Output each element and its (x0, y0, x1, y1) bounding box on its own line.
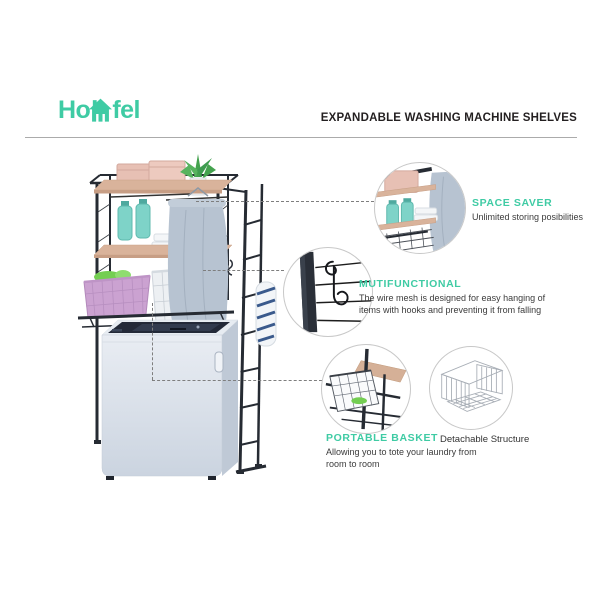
shelf-closeup-icon (375, 166, 465, 253)
detachable-structure-sketch-icon (440, 360, 504, 412)
logo-text-suffix: fel (112, 96, 141, 124)
basket-on-rack-icon (325, 348, 407, 432)
logo-text-prefix: Ho (58, 96, 91, 124)
hanging-towel (165, 187, 229, 328)
hanging-rod (109, 193, 191, 198)
portable-basket-heading: PORTABLE BASKET (326, 432, 439, 444)
leader-line-portable-horizontal (152, 380, 322, 381)
portable-basket-body: Allowing you to tote your laundry from r… (326, 447, 477, 470)
space-saver-body: Unlimited storing posibilities (472, 212, 584, 222)
machine-handle (214, 351, 224, 373)
ladder-foot (255, 464, 262, 468)
callout-circle-space-saver (374, 162, 466, 254)
header-divider (25, 137, 577, 138)
purple-laundry-basket (83, 270, 151, 319)
leader-line-space-saver (196, 201, 374, 202)
top-shelf (93, 179, 233, 194)
washing-machine (101, 319, 239, 480)
detergent-bottles (117, 199, 151, 241)
detachable-structure-label: Detachable Structure (440, 434, 530, 445)
house-icon (89, 98, 113, 122)
product-illustration (77, 154, 277, 480)
brand-logo: Ho fel (58, 96, 141, 124)
ladder-foot (237, 470, 244, 474)
leader-line-portable-vertical (152, 303, 153, 380)
multifunctional-body: The wire mesh is designed for easy hangi… (359, 293, 546, 316)
hook-on-mesh-icon (299, 251, 372, 333)
callout-circle-multifunctional (283, 247, 373, 337)
page-title: EXPANDABLE WASHING MACHINE SHELVES (320, 112, 577, 124)
callout-circle-portable-basket (321, 344, 411, 434)
space-saver-heading: SPACE SAVER (472, 197, 553, 209)
hanging-hook (227, 259, 233, 276)
leader-line-multifunctional (203, 270, 284, 271)
striped-towel (255, 281, 277, 347)
rack-foot (94, 440, 101, 444)
callout-circle-detachable (429, 346, 513, 430)
multifunctional-heading: MUTIFUNCTIONAL (359, 278, 462, 290)
